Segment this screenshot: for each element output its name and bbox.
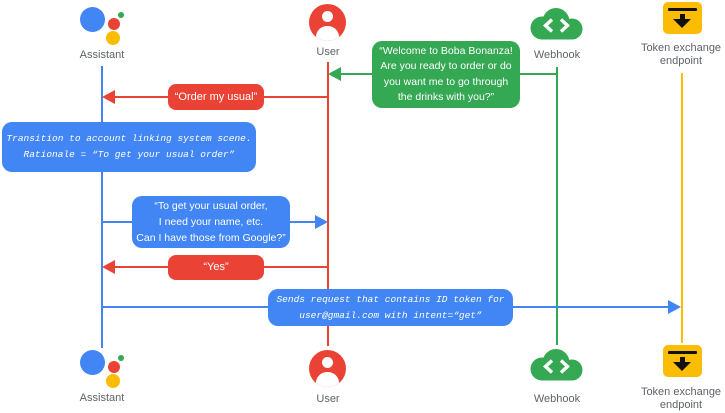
token-slot-shape (668, 351, 697, 354)
webhook-cloud-icon (530, 8, 583, 40)
assistant-blue-dot (80, 7, 105, 32)
send-request-arrowhead-icon (668, 300, 681, 314)
assistant-green-dot (118, 355, 124, 361)
assistant-yellow-dot (106, 31, 120, 45)
download-arrow-stem (680, 14, 685, 19)
order-usual-message-box: “Order my usual” (168, 84, 264, 110)
assistant-label-top: Assistant (79, 49, 125, 61)
token-endpoint-lifeline (681, 73, 683, 343)
user-icon (309, 4, 346, 41)
need-name-arrowhead-icon (315, 215, 328, 229)
user-head-shape (322, 357, 333, 368)
token-exchange-icon (663, 345, 702, 377)
assistant-yellow-dot (106, 374, 120, 388)
assistant-label-bottom: Assistant (79, 392, 125, 404)
yes-arrowhead-icon (102, 260, 115, 274)
token-exchange-icon (663, 2, 702, 34)
download-arrow-stem (680, 357, 685, 362)
assistant-lifeline (101, 66, 103, 348)
assistant-blue-dot (80, 350, 105, 375)
welcome-message-box: “Welcome to Boba Bonanza! Are you ready … (372, 41, 520, 108)
token-label-top: Token exchange endpoint (640, 42, 722, 67)
yes-message-box: “Yes” (168, 255, 264, 280)
google-assistant-icon (80, 5, 125, 46)
webhook-cloud-icon (530, 349, 583, 381)
webhook-label-bottom: Webhook (533, 393, 581, 405)
welcome-arrowhead-icon (328, 67, 341, 81)
token-slot-shape (668, 8, 697, 11)
order-usual-arrowhead-icon (102, 90, 115, 104)
user-head-shape (322, 11, 333, 22)
download-arrow-icon (673, 19, 691, 28)
user-label-top: User (316, 46, 340, 58)
transition-note-box: Transition to account linking system sce… (2, 122, 256, 172)
user-label-bottom: User (316, 393, 340, 405)
token-label-bottom: Token exchange endpoint (640, 386, 722, 411)
google-assistant-icon (80, 348, 125, 389)
user-body-shape (316, 372, 339, 387)
download-arrow-icon (673, 362, 691, 371)
user-body-shape (316, 26, 339, 41)
user-icon (309, 350, 346, 387)
assistant-red-dot (108, 18, 120, 30)
assistant-green-dot (118, 12, 124, 18)
webhook-label-top: Webhook (533, 49, 581, 61)
need-name-message-box: “To get your usual order, I need your na… (132, 196, 290, 248)
send-request-message-box: Sends request that contains ID token for… (268, 289, 513, 326)
user-lifeline (327, 62, 329, 346)
webhook-lifeline (556, 67, 558, 345)
assistant-red-dot (108, 361, 120, 373)
